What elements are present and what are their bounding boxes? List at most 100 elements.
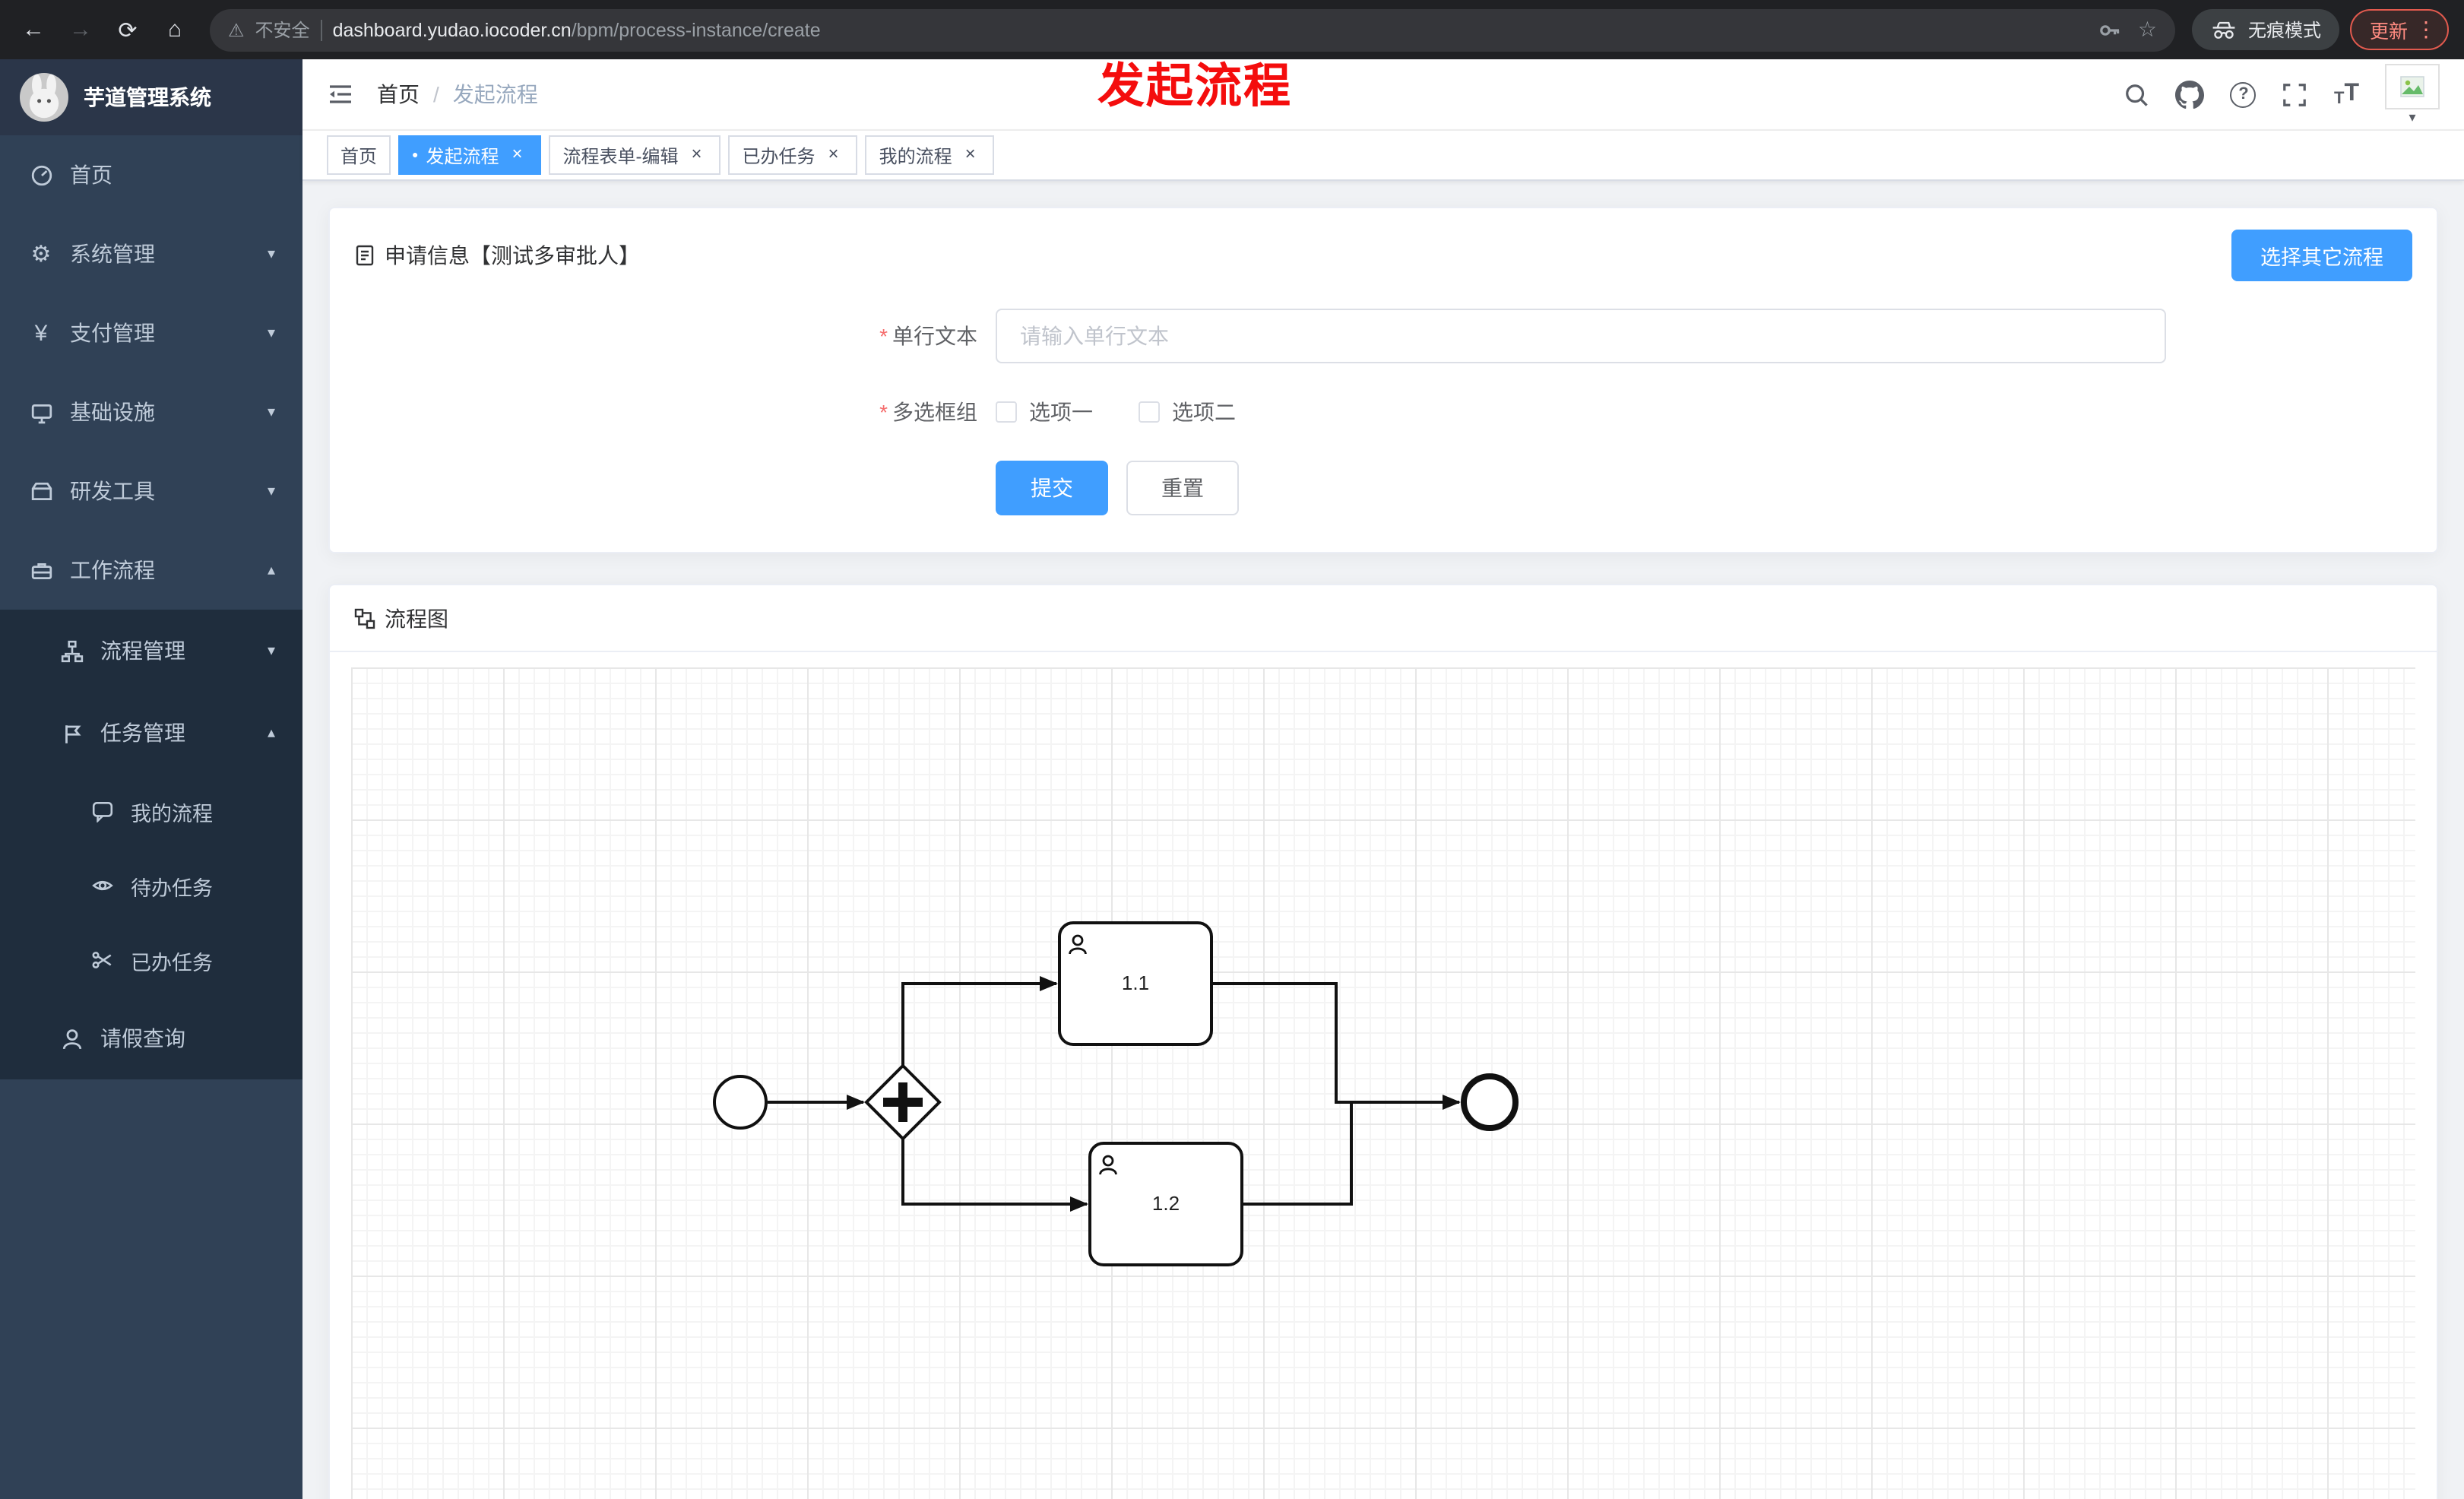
url-path: /bpm/process-instance/create <box>571 19 821 40</box>
bpmn-flow-task2-end[interactable] <box>1242 1104 1353 1206</box>
app-header: 首页 / 发起流程 ? <box>302 59 2464 131</box>
user-task-icon <box>1069 934 1087 955</box>
breadcrumb-home[interactable]: 首页 <box>377 82 420 106</box>
task-label: 1.1 <box>1122 971 1149 994</box>
flow-chart-icon <box>354 607 375 629</box>
bpmn-start-event[interactable] <box>713 1075 768 1130</box>
divider <box>320 19 322 40</box>
breadcrumb-current: 发起流程 <box>452 82 538 106</box>
field-label-checkbox-group: *多选框组 <box>831 397 977 427</box>
user-task-icon <box>1099 1155 1117 1175</box>
sidebar-item-home[interactable]: 首页 <box>0 135 302 214</box>
sidebar-item-workflow[interactable]: 工作流程 ▴ <box>0 531 302 610</box>
help-icon[interactable]: ? <box>2230 81 2257 107</box>
apply-form: *单行文本 *多选框组 选项一 <box>330 287 2437 552</box>
browser-back-button[interactable]: ← <box>22 17 45 43</box>
sidebar-item-system[interactable]: ⚙ 系统管理 ▾ <box>0 214 302 293</box>
sidebar-item-payment[interactable]: ¥ 支付管理 ▾ <box>0 293 302 372</box>
checkbox-option-1[interactable]: 选项一 <box>996 397 1093 427</box>
fullscreen-icon[interactable] <box>2282 81 2308 107</box>
sidebar-item-label: 系统管理 <box>70 242 155 266</box>
briefcase-icon <box>27 559 55 582</box>
single-line-text-input[interactable] <box>996 309 2166 363</box>
close-icon[interactable]: × <box>511 143 523 164</box>
bpmn-canvas[interactable]: 1.1 1.2 <box>351 667 2415 1499</box>
sidebar-item-task-mgmt[interactable]: 任务管理 ▴ <box>0 692 302 774</box>
sidebar-item-label: 研发工具 <box>70 479 155 503</box>
tab-label: 流程表单-编辑 <box>562 145 679 166</box>
bpmn-parallel-gateway[interactable] <box>864 1063 942 1141</box>
caret-down-icon: ▾ <box>2409 109 2416 125</box>
sidebar-item-label: 我的流程 <box>131 802 213 825</box>
password-key-icon[interactable] <box>2098 17 2123 42</box>
person-icon <box>58 1027 85 1050</box>
sidebar-item-label: 基础设施 <box>70 400 155 424</box>
browser-refresh-button[interactable]: ⟳ <box>118 17 138 43</box>
workflow-submenu: 流程管理 ▾ 任务管理 ▴ 我的流程 <box>0 610 302 1079</box>
chevron-down-icon: ▾ <box>267 483 275 499</box>
flag-icon <box>58 721 85 744</box>
sidebar: 芋道管理系统 首页 ⚙ 系统管理 ▾ ¥ 支付管理 ▾ <box>0 59 302 1499</box>
apply-info-card: 申请信息【测试多审批人】 选择其它流程 *单行文本 *多选框组 <box>328 207 2438 553</box>
tab-label: 首页 <box>340 145 378 166</box>
bpmn-task-1-1[interactable]: 1.1 <box>1058 921 1213 1046</box>
active-dot-icon: ● <box>412 150 419 160</box>
sidebar-item-leave-query[interactable]: 请假查询 <box>0 997 302 1079</box>
reset-button[interactable]: 重置 <box>1126 461 1239 515</box>
close-icon[interactable]: × <box>828 143 839 164</box>
sidebar-item-done-task[interactable]: 已办任务 <box>0 923 302 997</box>
tab-my-process[interactable]: 我的流程 × <box>865 135 995 175</box>
bookmark-star-icon[interactable]: ☆ <box>2137 17 2157 41</box>
breadcrumb-separator: / <box>433 82 439 106</box>
field-label-text: 单行文本 <box>892 324 977 348</box>
checkbox-icon[interactable] <box>1139 401 1160 423</box>
update-label: 更新 <box>2369 21 2408 43</box>
sidebar-item-my-process[interactable]: 我的流程 <box>0 774 302 848</box>
avatar[interactable] <box>2385 64 2440 109</box>
bpmn-task-1-2[interactable]: 1.2 <box>1088 1142 1243 1266</box>
choose-other-process-button[interactable]: 选择其它流程 <box>2231 230 2412 281</box>
sidebar-toggle-button[interactable] <box>327 81 354 108</box>
chrome-update-button[interactable]: 更新 ⋮ <box>2349 9 2449 50</box>
app-logo[interactable]: 芋道管理系统 <box>0 59 302 135</box>
submit-button[interactable]: 提交 <box>996 461 1108 515</box>
sidebar-item-infra[interactable]: 基础设施 ▾ <box>0 372 302 452</box>
close-icon[interactable]: × <box>691 143 702 164</box>
github-icon[interactable] <box>2175 80 2205 109</box>
sidebar-item-process-mgmt[interactable]: 流程管理 ▾ <box>0 610 302 692</box>
bpmn-flow-task1-end[interactable] <box>1211 982 1461 1110</box>
tab-done-task[interactable]: 已办任务 × <box>728 135 858 175</box>
sidebar-item-devtools[interactable]: 研发工具 ▾ <box>0 452 302 531</box>
chevron-up-icon: ▴ <box>267 562 275 578</box>
address-bar[interactable]: ⚠ 不安全 dashboard.yudao.iocoder.cn/bpm/pro… <box>210 8 2175 51</box>
bpmn-end-event[interactable] <box>1461 1073 1519 1131</box>
chat-icon <box>88 800 116 822</box>
tab-home[interactable]: 首页 <box>327 135 391 175</box>
bpmn-flow-gateway-task2[interactable] <box>901 1139 1088 1212</box>
task-label: 1.2 <box>1152 1192 1180 1215</box>
gear-icon: ⚙ <box>30 242 52 268</box>
page-content: 申请信息【测试多审批人】 选择其它流程 *单行文本 *多选框组 <box>302 181 2464 1499</box>
browser-menu-icon[interactable]: ⋮ <box>2415 17 2437 41</box>
close-icon[interactable]: × <box>964 143 976 164</box>
url-host: dashboard.yudao.iocoder.cn <box>332 19 572 40</box>
tab-create-process[interactable]: ● 发起流程 × <box>398 135 542 175</box>
security-label[interactable]: 不安全 <box>255 20 310 41</box>
sidebar-item-label: 工作流程 <box>70 558 155 582</box>
browser-forward-button[interactable]: → <box>69 17 92 43</box>
sidebar-item-label: 待办任务 <box>131 876 213 899</box>
checkbox-option-2[interactable]: 选项二 <box>1139 397 1236 427</box>
tab-form-edit[interactable]: 流程表单-编辑 × <box>549 135 721 175</box>
bpmn-flow-gateway-task1[interactable] <box>901 976 1058 1066</box>
sidebar-item-todo-task[interactable]: 待办任务 <box>0 848 302 923</box>
security-warning-icon[interactable]: ⚠ <box>228 19 245 40</box>
annotation-title: 发起流程 <box>1097 59 1292 113</box>
breadcrumb: 首页 / 发起流程 <box>377 79 538 109</box>
user-avatar-menu[interactable]: ▾ <box>2385 64 2440 125</box>
search-icon[interactable] <box>2124 81 2150 107</box>
checkbox-label: 选项一 <box>1029 400 1093 424</box>
browser-home-button[interactable]: ⌂ <box>167 17 182 43</box>
checkbox-icon[interactable] <box>996 401 1017 423</box>
